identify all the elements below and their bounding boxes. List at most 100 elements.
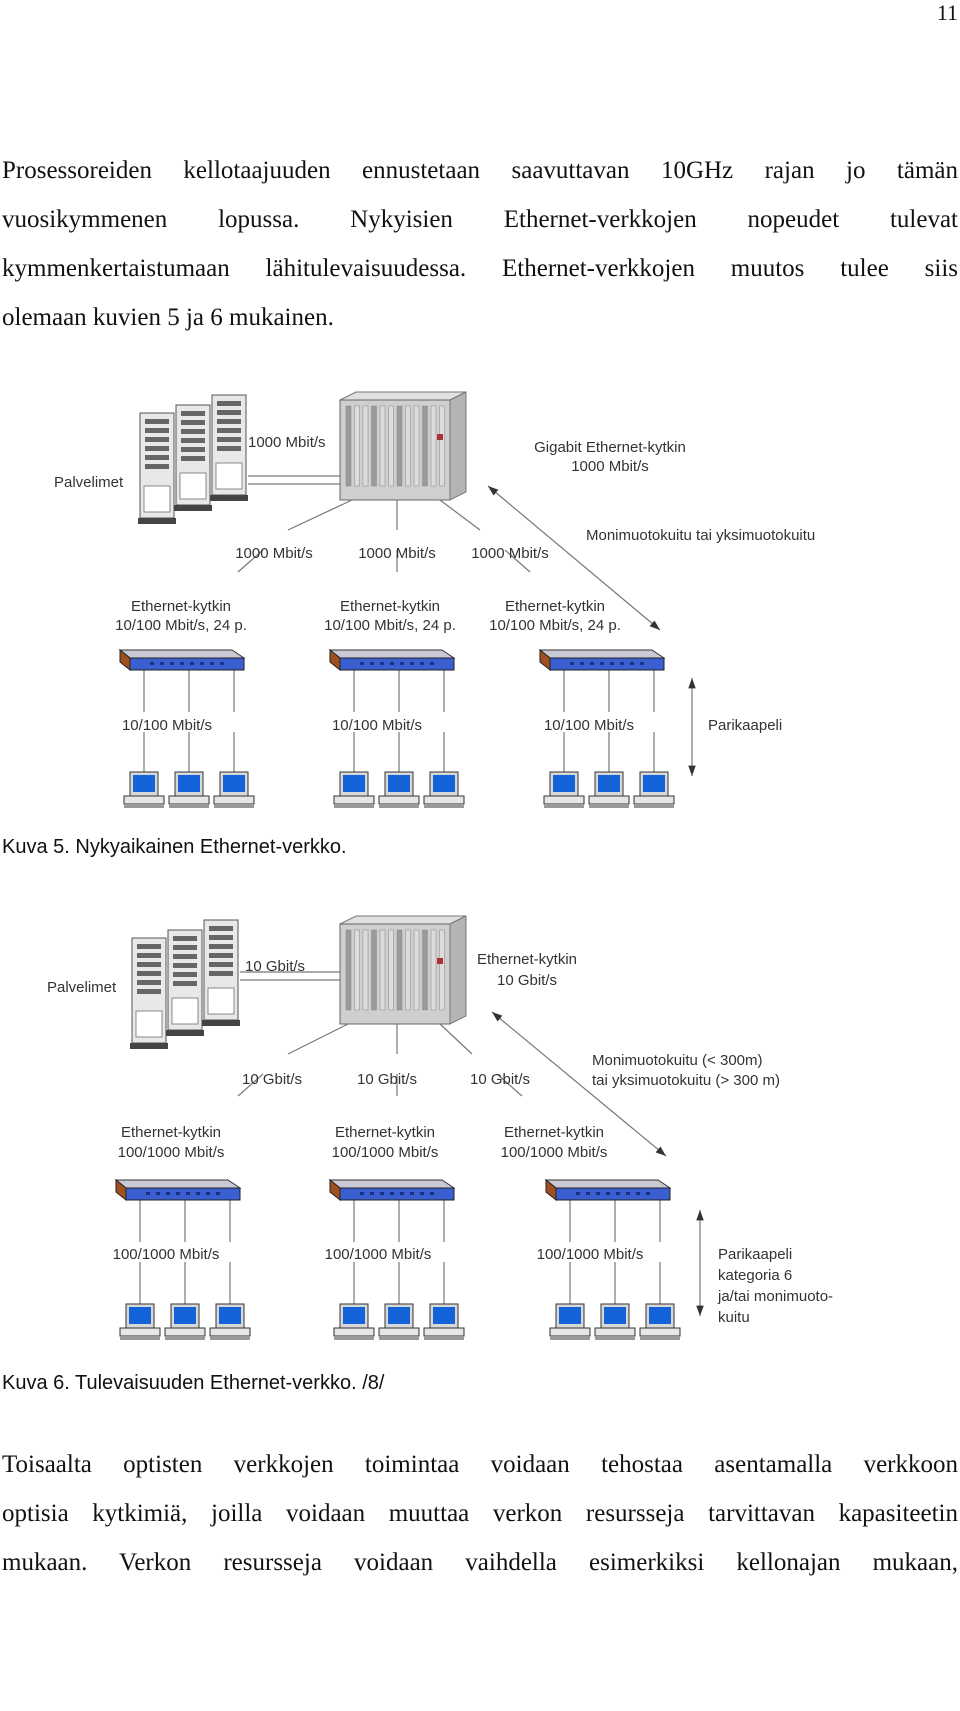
port-icon <box>590 662 594 665</box>
switch-front <box>339 657 455 671</box>
screen-icon <box>219 1307 241 1324</box>
access-label: 100/1000 Mbit/s <box>325 1246 432 1263</box>
desktop-case-icon <box>588 795 630 805</box>
port-icon <box>640 662 644 665</box>
port-icon <box>180 662 184 665</box>
desktop-case-icon <box>209 1327 251 1337</box>
switch-top <box>118 649 246 659</box>
port-icon <box>636 1192 640 1195</box>
screen-icon <box>649 1307 671 1324</box>
keyboard-icon <box>120 1336 160 1340</box>
drive-bay-icon <box>217 446 241 451</box>
cable-label: Parikaapeli <box>718 1246 792 1263</box>
network-diagram-5: Palvelimet 1000 Mbit/s Gigabit Ethernet-… <box>54 391 815 808</box>
figure-6-caption: Kuva 6. Tulevaisuuden Ethernet-verkko. /… <box>2 1372 385 1394</box>
switch-front <box>549 657 665 671</box>
port-icon <box>146 1192 150 1195</box>
line-card <box>345 929 352 1011</box>
port-icon <box>160 662 164 665</box>
switch-side <box>119 648 131 672</box>
drive-bay-icon <box>137 989 161 994</box>
drive-bay-icon <box>181 438 205 443</box>
paragraph-line: olemaan kuvien 5 ja 6 mukainen. <box>2 304 334 331</box>
server-link-label: 10 Gbit/s <box>245 958 305 975</box>
desktop-case-icon <box>594 1327 636 1337</box>
keyboard-icon <box>124 804 164 808</box>
paragraph-line: optisia kytkimiä, joilla voidaan muuttaa… <box>2 1500 958 1527</box>
desktop-case-icon <box>378 1327 420 1337</box>
paragraph-line: mukaan. Verkon resursseja voidaan vaihde… <box>2 1549 958 1576</box>
edge-switch-speed: 10/100 Mbit/s, 24 p. <box>115 617 247 634</box>
led-icon <box>437 958 443 964</box>
connection-lines <box>143 475 655 772</box>
cabinet-top <box>339 391 467 401</box>
uplink-label: 1000 Mbit/s <box>235 545 313 562</box>
uplink-label: 10 Gbit/s <box>357 1071 417 1088</box>
edge-switch-label: Ethernet-kytkin <box>131 598 231 615</box>
screen-icon <box>604 1307 626 1324</box>
figure-5: Palvelimet 1000 Mbit/s Gigabit Ethernet-… <box>40 390 920 888</box>
line-card <box>379 929 386 1011</box>
screen-icon <box>433 1307 455 1324</box>
core-switch-icon <box>339 915 467 1025</box>
switch-top <box>544 1179 672 1189</box>
screen-icon <box>388 775 410 792</box>
drive-bay-icon <box>217 428 241 433</box>
intro-paragraph: Prosessoreiden kellotaajuuden ennustetaa… <box>2 146 958 342</box>
port-icon <box>150 662 154 665</box>
port-icon <box>186 1192 190 1195</box>
switch-front <box>339 1187 455 1201</box>
arrowhead-icon <box>696 1305 704 1316</box>
drive-bay-icon <box>137 953 161 958</box>
edge-switch-label: Ethernet-kytkin <box>504 1124 604 1141</box>
port-icon <box>380 662 384 665</box>
keyboard-icon <box>379 1336 419 1340</box>
desktop-case-icon <box>633 795 675 805</box>
cable-label: kuitu <box>718 1309 750 1326</box>
drive-bay-icon <box>173 936 197 941</box>
uplink-label: 1000 Mbit/s <box>358 545 436 562</box>
line-card <box>362 929 369 1011</box>
base-icon <box>210 495 248 501</box>
server-rack-icon <box>138 394 248 524</box>
desktop-case-icon <box>213 795 255 805</box>
switch-side <box>115 1178 127 1202</box>
keyboard-icon <box>640 1336 680 1340</box>
access-label: 10/100 Mbit/s <box>544 717 634 734</box>
line-card <box>422 405 428 487</box>
port-icon <box>176 1192 180 1195</box>
switch-front <box>129 657 245 671</box>
drive-bay-icon <box>181 429 205 434</box>
edge-switch-label: Ethernet-kytkin <box>505 598 605 615</box>
paragraph-line: vuosikymmenen lopussa. Nykyisien Etherne… <box>2 206 958 233</box>
port-icon <box>596 1192 600 1195</box>
port-icon <box>606 1192 610 1195</box>
port-icon <box>200 662 204 665</box>
line-card <box>405 929 411 1011</box>
switch-front <box>555 1187 671 1201</box>
switch-top <box>538 649 666 659</box>
panel-icon <box>207 987 235 1015</box>
connector-line <box>504 549 531 573</box>
line-card <box>430 929 437 1011</box>
paragraph-line: Prosessoreiden kellotaajuuden ennustetaa… <box>2 157 958 184</box>
port-icon <box>420 1192 424 1195</box>
screen-icon <box>433 775 455 792</box>
desktop-case-icon <box>333 1327 375 1337</box>
edge-switch-label: Ethernet-kytkin <box>121 1124 221 1141</box>
edge-switch-speed: 10/100 Mbit/s, 24 p. <box>324 617 456 634</box>
screen-icon <box>343 775 365 792</box>
drive-bay-icon <box>209 962 233 967</box>
switch-top <box>114 1179 242 1189</box>
drive-bay-icon <box>173 963 197 968</box>
access-label: 10/100 Mbit/s <box>332 717 422 734</box>
core-switch-speed: 10 Gbit/s <box>497 972 557 989</box>
drive-bay-icon <box>209 944 233 949</box>
core-switch-label: Gigabit Ethernet-kytkin <box>534 439 686 456</box>
drive-bay-icon <box>137 962 161 967</box>
server-rack-icon <box>130 919 240 1049</box>
switch-side <box>539 648 551 672</box>
cable-label: ja/tai monimuoto- <box>717 1288 833 1305</box>
port-icon <box>196 1192 200 1195</box>
base-icon <box>202 1020 240 1026</box>
